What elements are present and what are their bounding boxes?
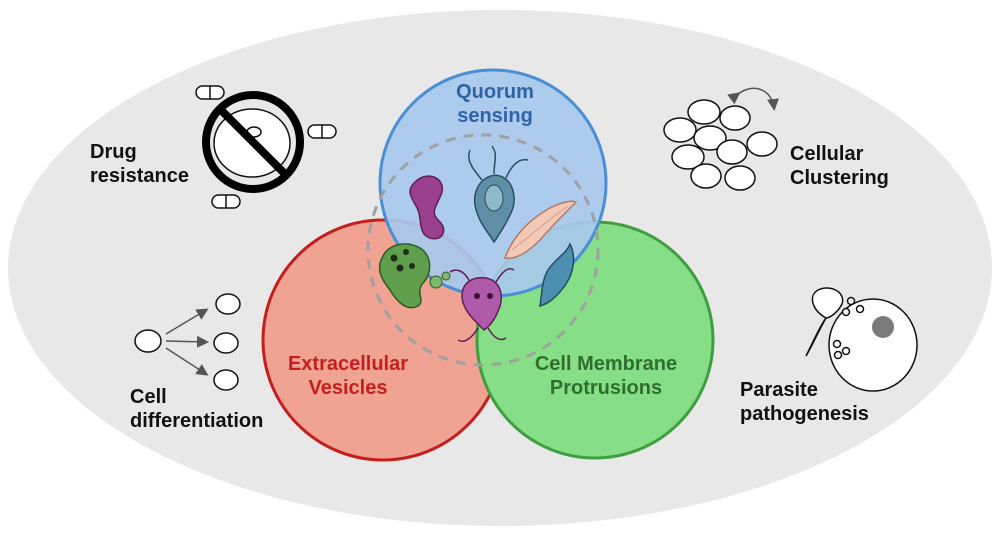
parasite-pathogenesis-label-line2: pathogenesis bbox=[740, 403, 869, 425]
parasite-pathogenesis-label: Parasite pathogenesis bbox=[740, 378, 869, 426]
cell-membrane-protrusions-label-line1: Cell Membrane bbox=[534, 353, 678, 375]
cellular-clustering-label-line2: Clustering bbox=[790, 167, 889, 189]
extracellular-vesicles-label-line2: Vesicles bbox=[308, 377, 388, 399]
cell-differentiation-label-line1: Cell bbox=[130, 386, 167, 408]
drug-resistance-label-line1: Drug bbox=[90, 141, 137, 163]
quorum-sensing-label-line2: sensing bbox=[457, 105, 533, 127]
cellular-clustering-icon bbox=[663, 87, 779, 191]
quorum-sensing-label-line1: Quorum bbox=[456, 81, 534, 103]
trypanosome-icon bbox=[504, 200, 578, 260]
cellular-clustering-label-line1: Cellular bbox=[790, 143, 864, 165]
cell-differentiation-label-line2: differentiation bbox=[130, 410, 264, 432]
giardia-parasite-icon bbox=[461, 276, 502, 331]
extracellular-vesicles-label: Extracellular Vesicles bbox=[268, 352, 428, 400]
cellular-clustering-label: Cellular Clustering bbox=[790, 142, 889, 190]
purple-twisted-parasite-icon bbox=[409, 175, 445, 240]
blue-curved-parasite-icon bbox=[539, 242, 575, 307]
drug-resistance-label: Drug resistance bbox=[90, 140, 189, 188]
cell-differentiation-icon bbox=[134, 293, 241, 391]
parasite-pathogenesis-icon bbox=[805, 287, 918, 392]
cell-differentiation-label: Cell differentiation bbox=[130, 385, 263, 433]
cell-membrane-protrusions-label-line2: Protrusions bbox=[549, 377, 663, 399]
parasite-illustrations bbox=[378, 145, 578, 342]
drug-resistance-label-line2: resistance bbox=[90, 165, 189, 187]
quorum-sensing-label: Quorum sensing bbox=[420, 80, 570, 128]
drug-resistance-icon bbox=[195, 85, 337, 209]
cell-membrane-protrusions-label: Cell Membrane Protrusions bbox=[516, 352, 696, 400]
extracellular-vesicles-label-line1: Extracellular bbox=[287, 353, 409, 375]
parasite-pathogenesis-label-line1: Parasite bbox=[740, 379, 818, 401]
dashed-overlap-circle bbox=[366, 133, 600, 367]
